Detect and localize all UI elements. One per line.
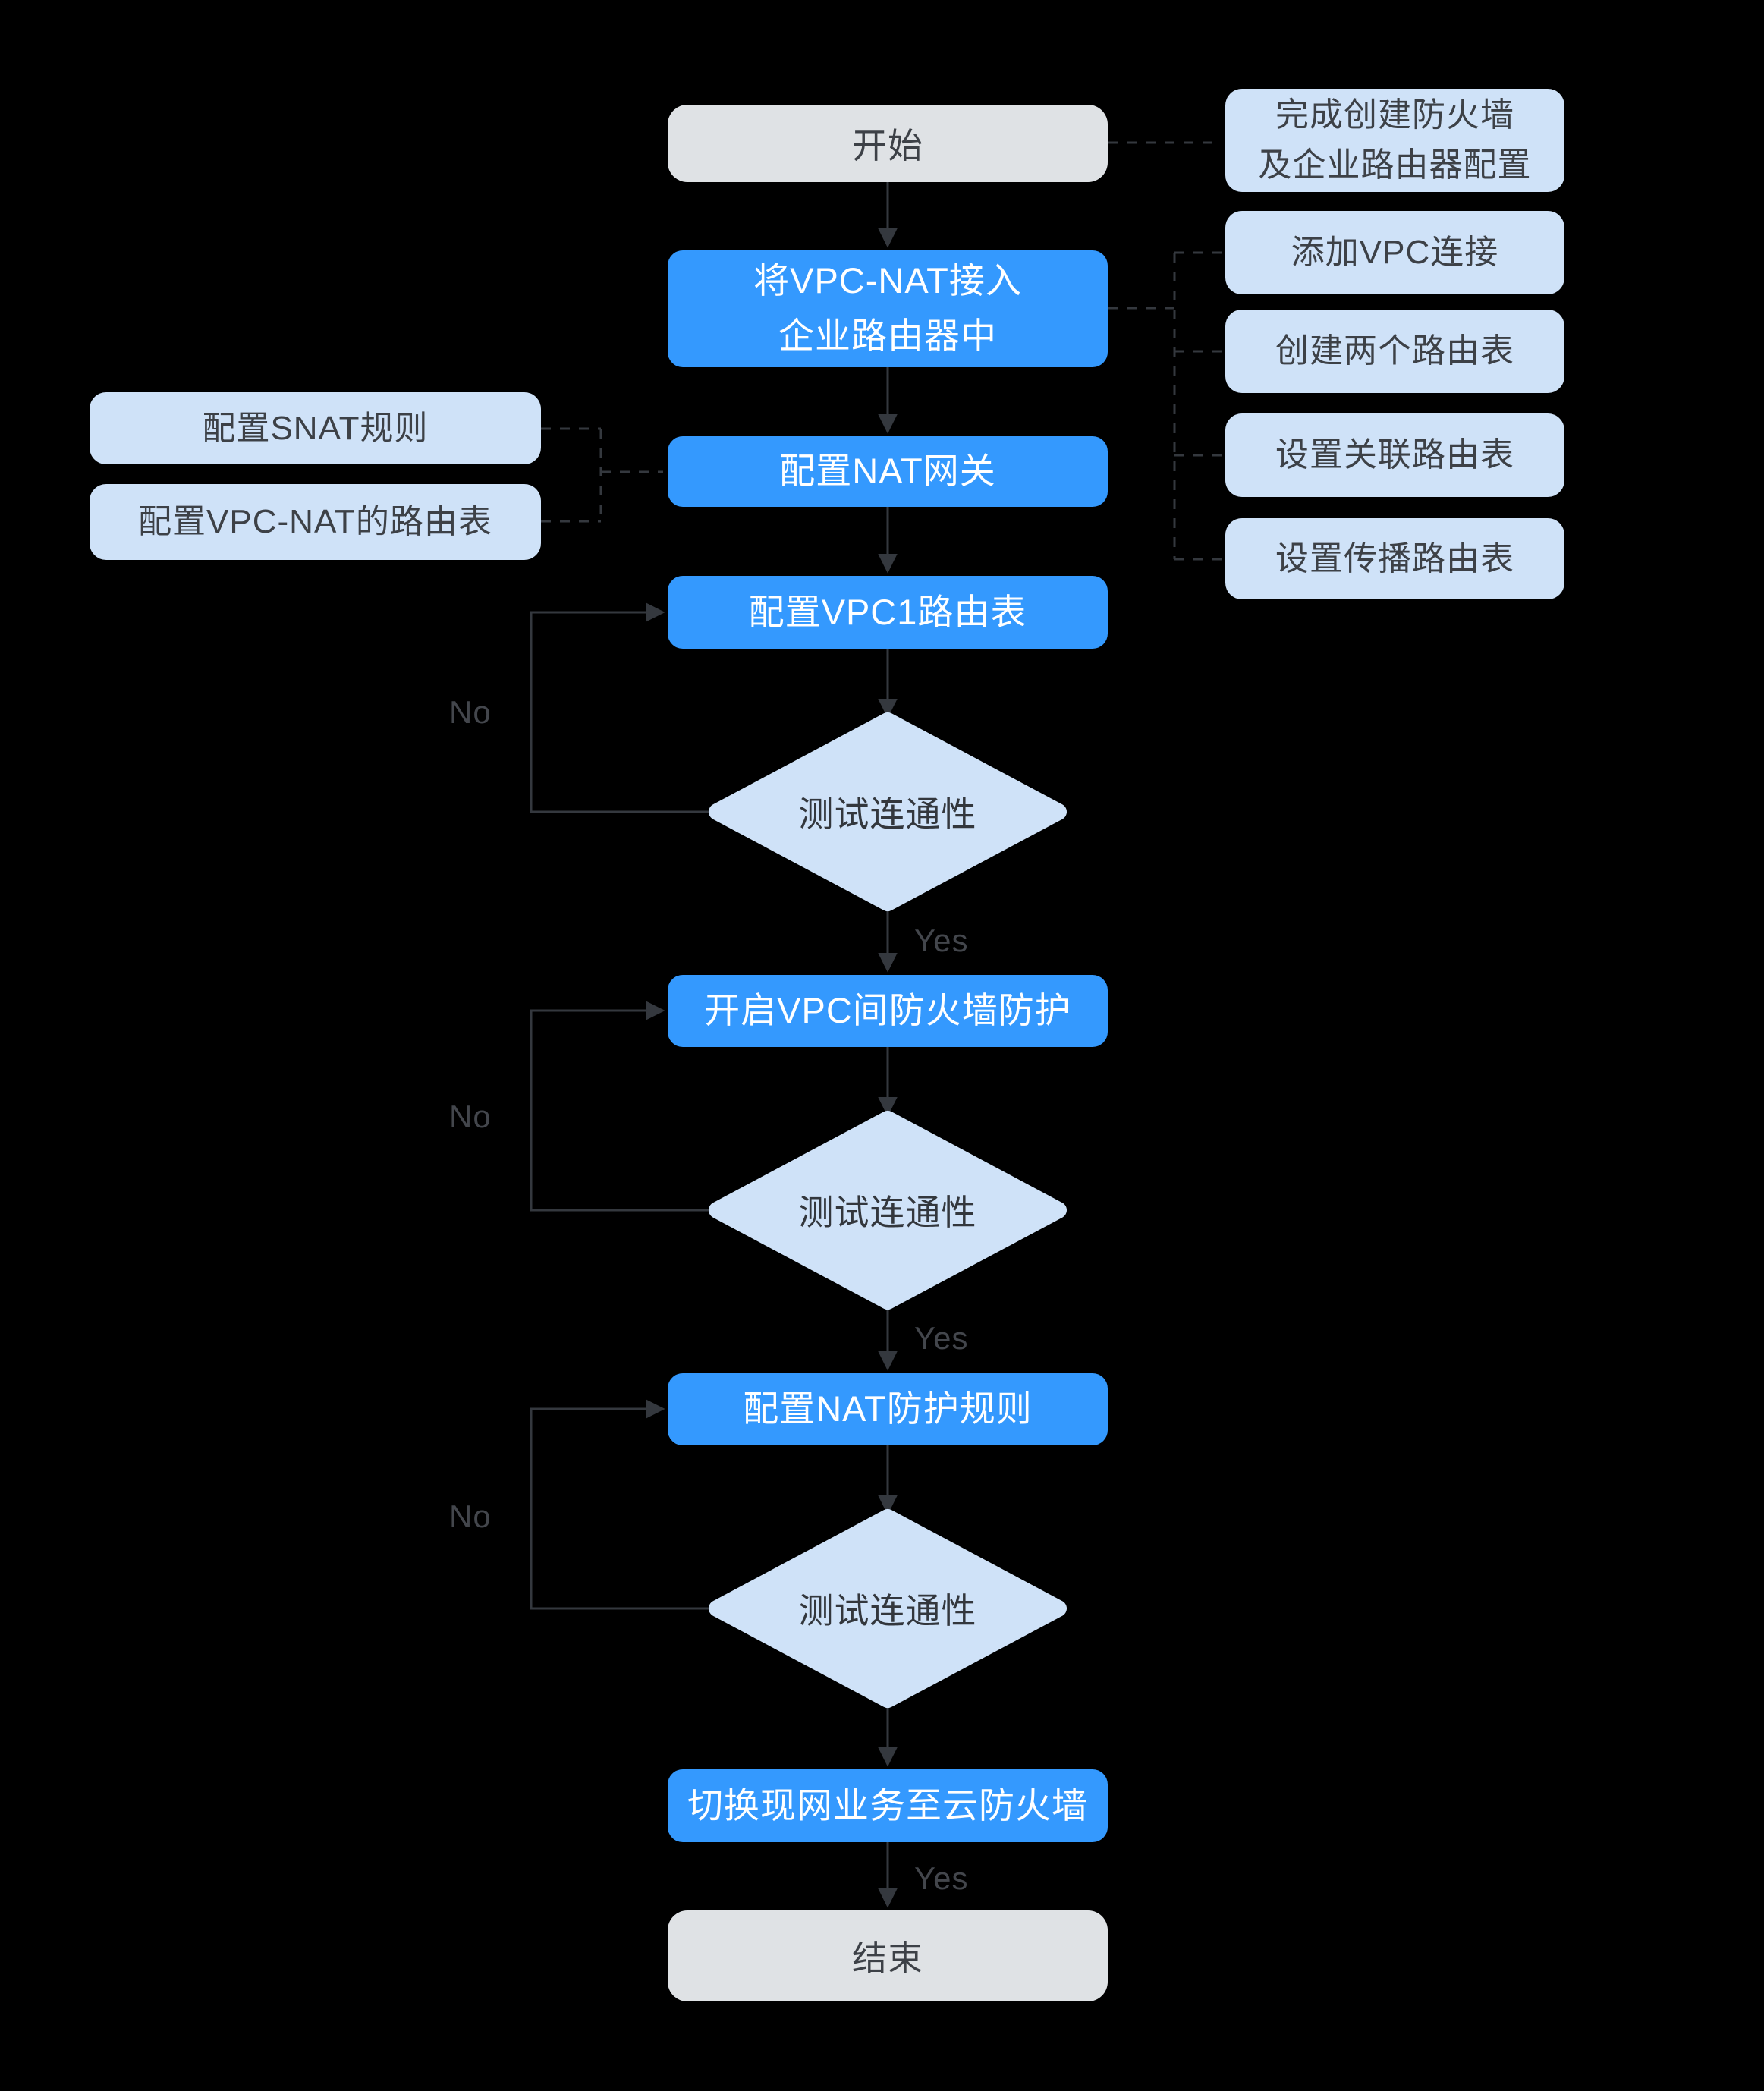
flow-node-step5: 配置NAT防护规则 <box>668 1373 1108 1445</box>
annotation-right-create-two-route-tables: 创建两个路由表 <box>1225 310 1564 393</box>
decision-3-shape <box>709 1509 1067 1708</box>
flow-node-step3: 配置VPC1路由表 <box>668 576 1108 649</box>
annotation-right-firewall-router-done: 完成创建防火墙 及企业路由器配置 <box>1225 89 1564 192</box>
no-loop-1 <box>530 602 717 813</box>
annotation-left-snat-rule: 配置SNAT规则 <box>90 392 541 464</box>
no-loop-2 <box>530 1001 717 1212</box>
decision-diamonds <box>709 712 1067 1708</box>
no-loop-3 <box>530 1399 717 1610</box>
edge-label-no-2: No <box>449 1099 492 1134</box>
flow-node-decision2: 测试连通性 <box>798 1193 977 1232</box>
edge-label-no-1: No <box>449 694 492 730</box>
annotation-right-add-vpc-connection: 添加VPC连接 <box>1225 211 1564 294</box>
flow-node-step6: 切换现网业务至云防火墙 <box>668 1769 1108 1842</box>
edge-label-yes-2: Yes <box>914 1320 969 1356</box>
dashed-connectors <box>541 141 1222 561</box>
no-loop-arrows <box>530 602 717 1610</box>
flow-node-end: 结束 <box>668 1910 1108 2001</box>
flow-node-start: 开始 <box>668 105 1108 182</box>
edge-label-no-3: No <box>449 1498 492 1534</box>
flow-node-decision3: 测试连通性 <box>798 1591 977 1630</box>
flow-node-step4: 开启VPC间防火墙防护 <box>668 975 1108 1047</box>
annotation-left-vpc-nat-route-table: 配置VPC-NAT的路由表 <box>90 484 541 560</box>
flow-node-step1: 将VPC-NAT接入 企业路由器中 <box>668 250 1108 367</box>
flow-node-step2: 配置NAT网关 <box>668 436 1108 507</box>
annotation-right-set-association-route-table: 设置关联路由表 <box>1225 413 1564 497</box>
annotation-right-set-propagation-route-table: 设置传播路由表 <box>1225 518 1564 599</box>
decision-2-shape <box>709 1111 1067 1310</box>
edge-label-yes-1: Yes <box>914 923 969 958</box>
flow-node-decision1: 测试连通性 <box>798 794 977 834</box>
edge-label-yes-3: Yes <box>914 1860 969 1896</box>
decision-1-shape <box>709 712 1067 911</box>
